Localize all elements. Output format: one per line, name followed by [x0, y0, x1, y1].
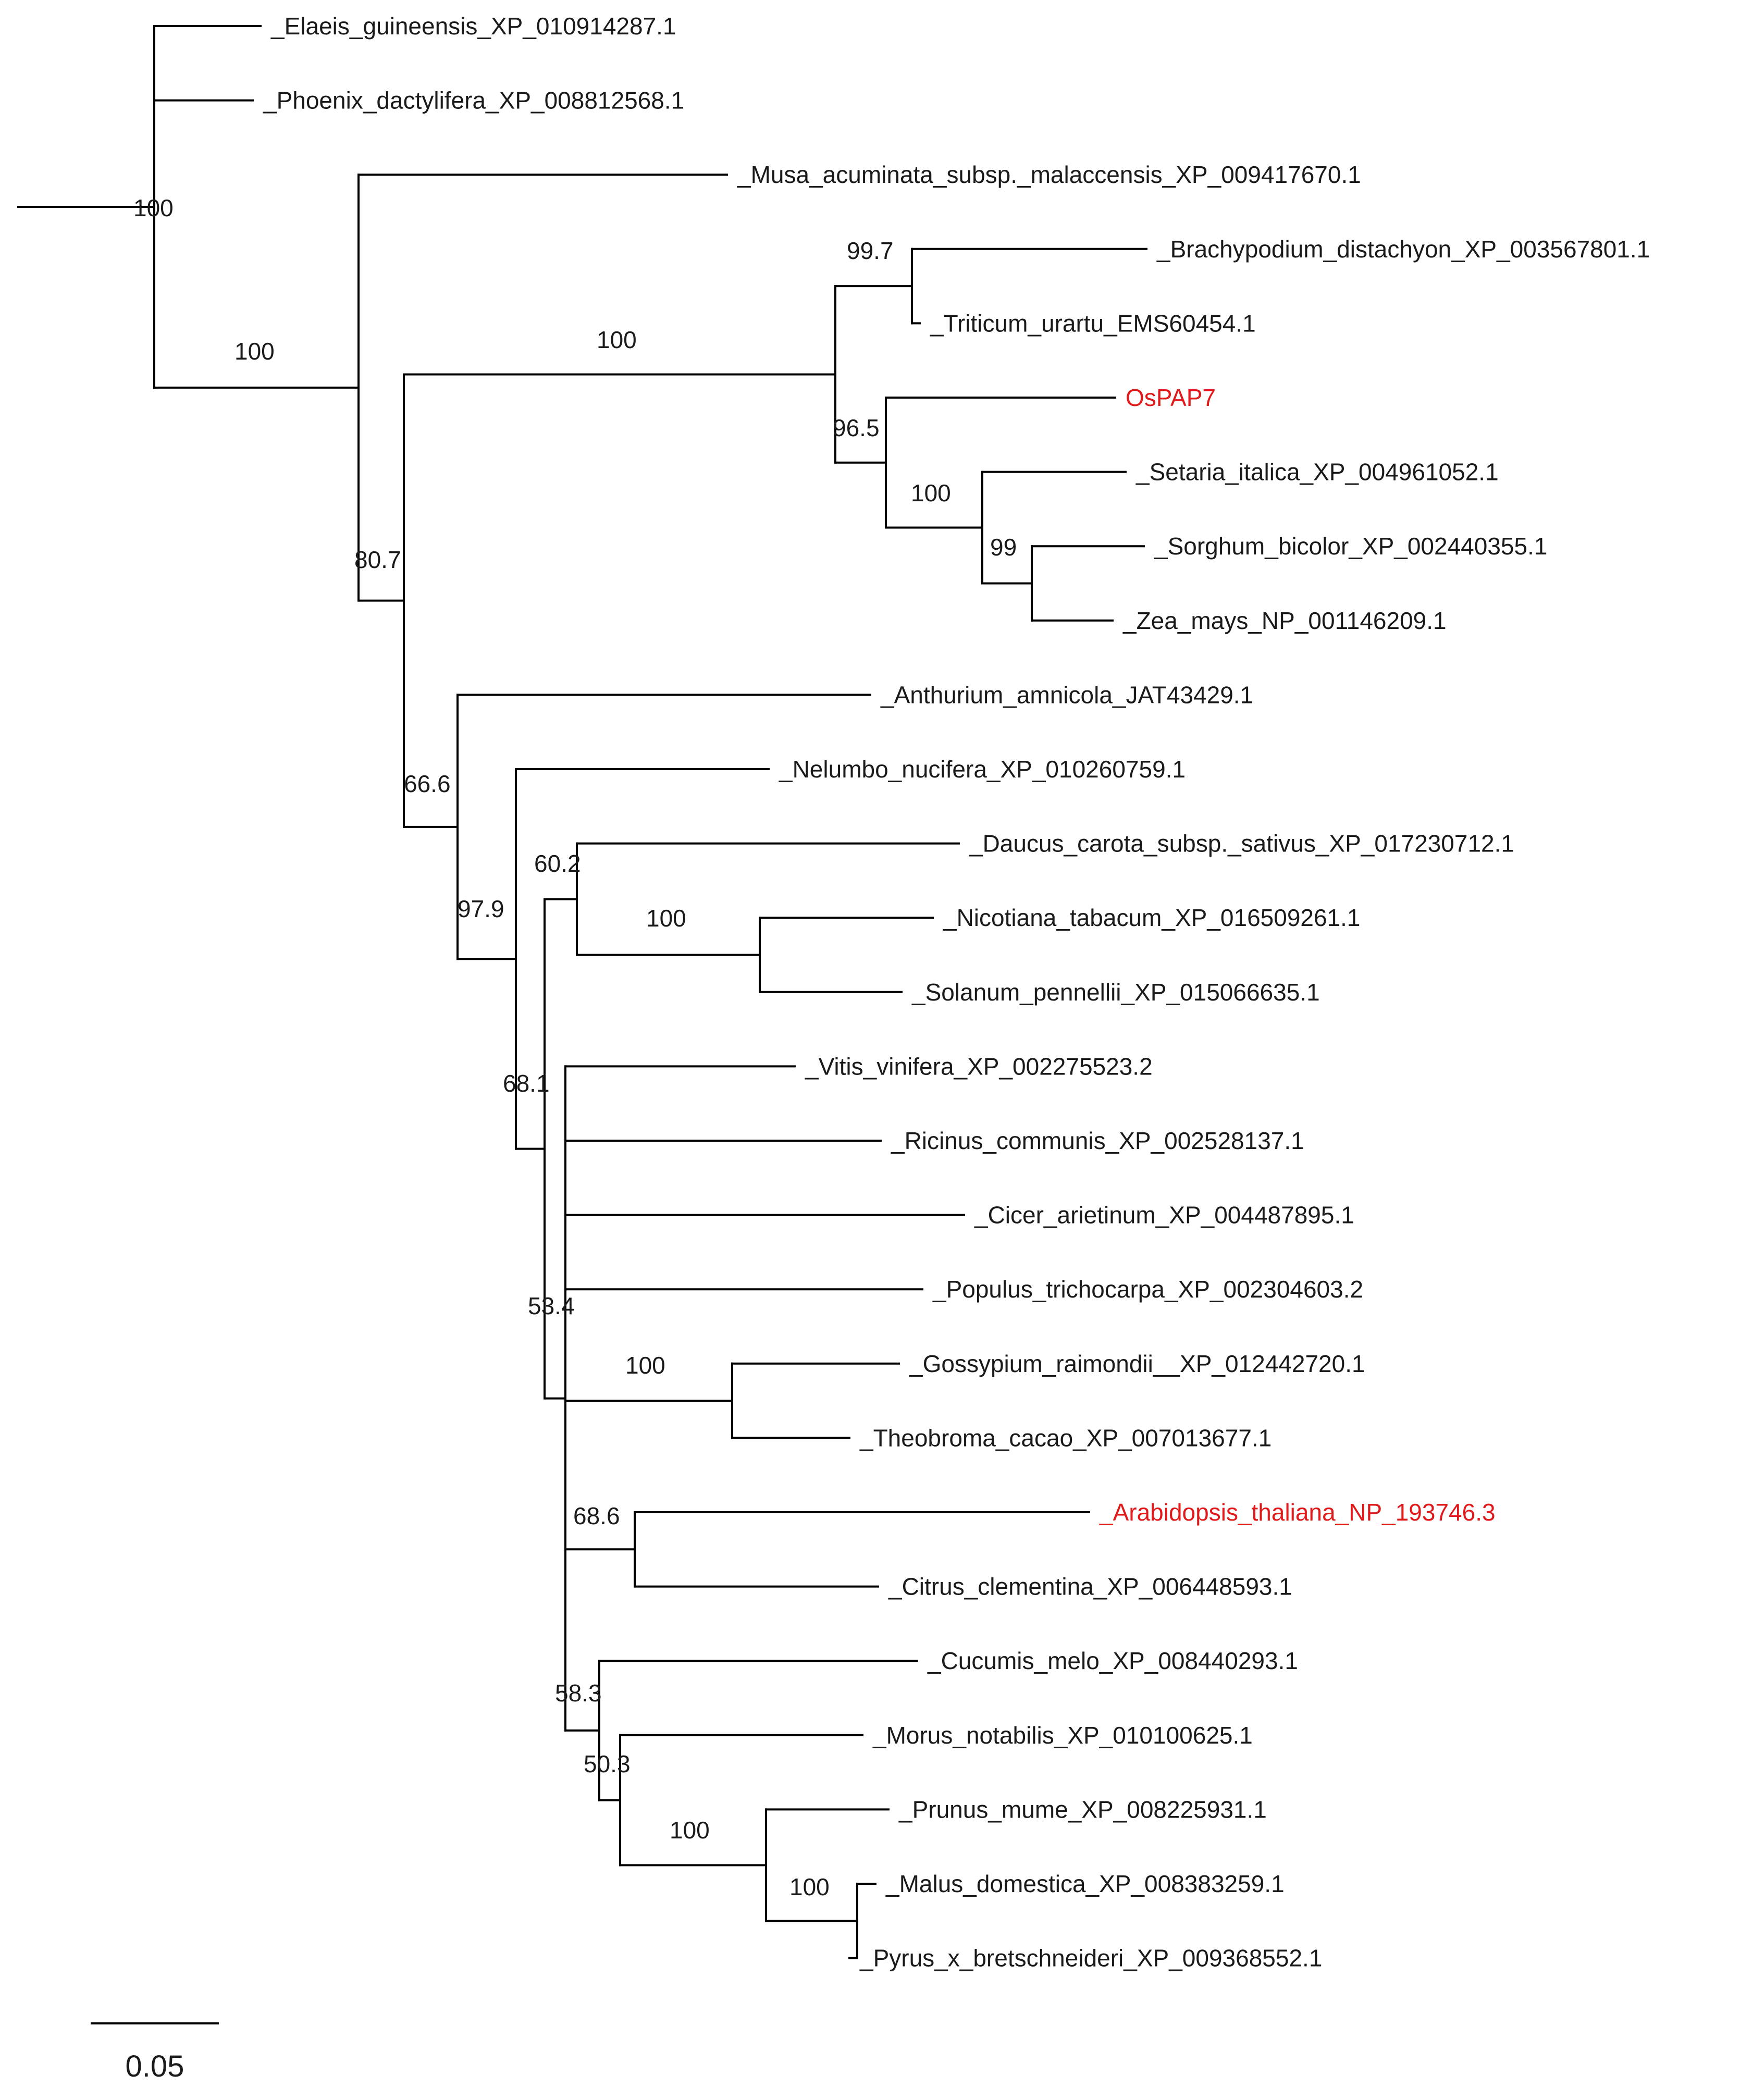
support-value-solanaceae: 100	[646, 905, 686, 932]
taxon-label-setaria: _Setaria_italica_XP_004961052.1	[1135, 459, 1499, 486]
taxon-label-cicer: _Cicer_arietinum_XP_004487895.1	[974, 1202, 1354, 1229]
taxon-label-solanum: _Solanum_pennellii_XP_015066635.1	[911, 979, 1320, 1006]
support-value-grasses: 100	[597, 326, 637, 353]
support-value-malvales: 100	[625, 1352, 665, 1379]
support-value-root: 100	[133, 194, 174, 221]
support-values: 100 100 100 99.7 96.5 100 99 80.7 66.6 97.9 68.1 60…	[133, 194, 1017, 1900]
support-value-sorg_zea: 99	[990, 534, 1017, 561]
taxon-label-ricinus: _Ricinus_communis_XP_002528137.1	[891, 1127, 1304, 1154]
taxon-label-pyrus: _Pyrus_x_bretschneideri_XP_009368552.1	[859, 1945, 1322, 1972]
support-value-brachy_tri: 99.7	[847, 237, 894, 264]
support-value-panicoid: 100	[911, 479, 951, 507]
taxon-label-populus: _Populus_trichocarpa_XP_002304603.2	[932, 1276, 1363, 1303]
taxon-label-theobroma: _Theobroma_cacao_XP_007013677.1	[859, 1424, 1271, 1451]
taxon-label-triticum: _Triticum_urartu_EMS60454.1	[930, 310, 1256, 337]
tree-branches	[17, 25, 1147, 1959]
support-value-asterids: 60.2	[534, 850, 581, 877]
support-value-mor_ros: 50.3	[584, 1750, 631, 1777]
support-value-dicots: 68.1	[503, 1070, 550, 1097]
taxon-label-malus: _Malus_domestica_XP_008383259.1	[885, 1870, 1285, 1897]
support-value-rest: 66.6	[404, 770, 451, 797]
taxon-label-elaeis: _Elaeis_guineensis_XP_010914287.1	[270, 13, 676, 40]
support-value-rosales: 58.3	[555, 1679, 602, 1707]
support-value-ara_cit: 68.6	[573, 1502, 620, 1529]
taxon-label-citrus: _Citrus_clementina_XP_006448593.1	[888, 1573, 1292, 1600]
taxon-label-phoenix: _Phoenix_dactylifera_XP_008812568.1	[263, 87, 684, 114]
taxon-label-brachypodium: _Brachypodium_distachyon_XP_003567801.1	[1156, 236, 1650, 263]
support-value-os_panicoid: 96.5	[833, 414, 880, 441]
taxon-labels: _Elaeis_guineensis_XP_010914287.1 _Phoeni…	[263, 13, 1650, 1972]
taxon-label-arabidopsis: _Arabidopsis_thaliana_NP_193746.3	[1099, 1499, 1496, 1526]
taxon-label-gossypium: _Gossypium_raimondii__XP_012442720.1	[909, 1350, 1365, 1377]
taxon-label-musa: _Musa_acuminata_subsp._malaccensis_XP_00…	[737, 161, 1361, 188]
taxon-label-anthurium: _Anthurium_amnicola_JAT43429.1	[880, 681, 1253, 708]
support-value-rosaceae: 100	[670, 1817, 710, 1844]
support-value-malinae: 100	[789, 1873, 830, 1900]
support-value-nonpalm: 100	[234, 338, 275, 365]
taxon-label-nicotiana: _Nicotiana_tabacum_XP_016509261.1	[943, 904, 1361, 931]
scale-bar: 0.05	[91, 2022, 219, 2083]
support-value-dicots_n: 97.9	[458, 895, 504, 922]
scale-bar-label: 0.05	[126, 2049, 184, 2083]
taxon-label-nelumbo: _Nelumbo_nucifera_XP_010260759.1	[779, 756, 1186, 783]
support-value-grass_rest: 80.7	[354, 546, 401, 573]
taxon-label-sorghum: _Sorghum_bicolor_XP_002440355.1	[1154, 533, 1547, 560]
support-value-rosids: 53.4	[528, 1292, 575, 1319]
taxon-label-prunus: _Prunus_mume_XP_008225931.1	[898, 1796, 1267, 1823]
taxon-label-cucumis: _Cucumis_melo_XP_008440293.1	[927, 1647, 1298, 1674]
taxon-label-ospap7: OsPAP7	[1126, 384, 1216, 411]
taxon-label-vitis: _Vitis_vinifera_XP_002275523.2	[805, 1053, 1153, 1080]
taxon-label-zea: _Zea_mays_NP_001146209.1	[1122, 607, 1447, 634]
taxon-label-morus: _Morus_notabilis_XP_010100625.1	[872, 1722, 1253, 1749]
taxon-label-daucus: _Daucus_carota_subsp._sativus_XP_0172307…	[969, 830, 1514, 857]
